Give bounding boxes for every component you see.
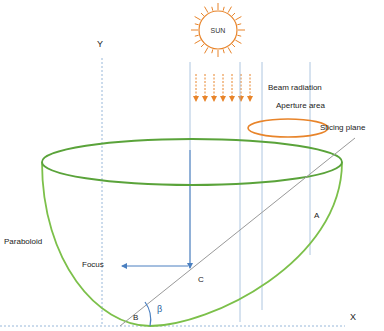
axis-label: X <box>350 313 356 323</box>
point-label: C <box>198 276 204 285</box>
point-label: B <box>133 314 138 323</box>
point-label: A <box>314 212 319 221</box>
plane-label: Slicing plane <box>320 124 365 133</box>
sun-label: SUN <box>211 27 226 34</box>
sun-symbol: SUN <box>200 12 236 48</box>
angle-label: β <box>157 305 162 315</box>
axis-label: Y <box>97 40 103 50</box>
beam-label: Beam radiation <box>268 84 322 93</box>
aperture-label: Aperture area <box>276 102 325 111</box>
focus-label: Focus <box>82 261 104 270</box>
paraboloid-label: Paraboloid <box>4 238 42 247</box>
